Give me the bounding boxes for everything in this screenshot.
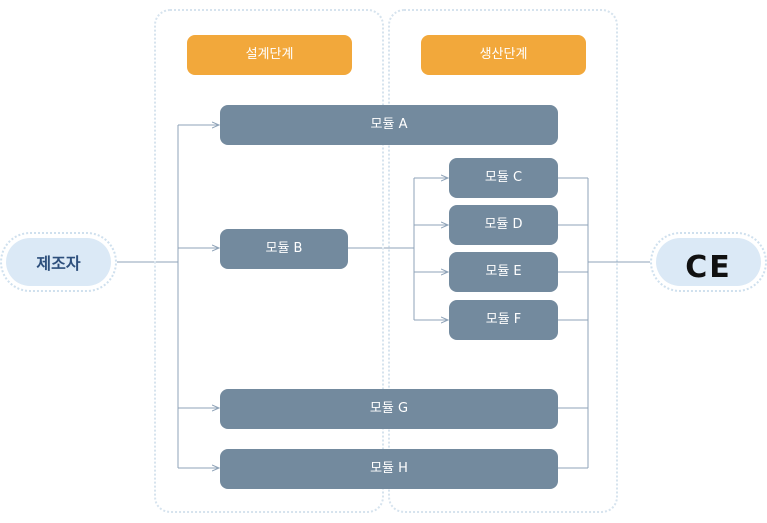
production-phase-panel — [388, 9, 618, 513]
module-g: 모듈 G — [220, 389, 558, 429]
module-h: 모듈 H — [220, 449, 558, 489]
production-phase-label: 생산단계 — [421, 35, 586, 75]
module-f: 모듈 F — [449, 300, 558, 340]
ce-node: CE — [650, 232, 767, 292]
module-d: 모듈 D — [449, 205, 558, 245]
module-a: 모듈 A — [220, 105, 558, 145]
ce-mark-icon: CE — [685, 250, 732, 285]
manufacturer-node: 제조자 — [0, 232, 117, 292]
design-phase-label: 설계단계 — [187, 35, 352, 75]
module-b: 모듈 B — [220, 229, 348, 269]
manufacturer-label: 제조자 — [36, 254, 81, 273]
design-phase-panel — [154, 9, 384, 513]
module-e: 모듈 E — [449, 252, 558, 292]
module-c: 모듈 C — [449, 158, 558, 198]
